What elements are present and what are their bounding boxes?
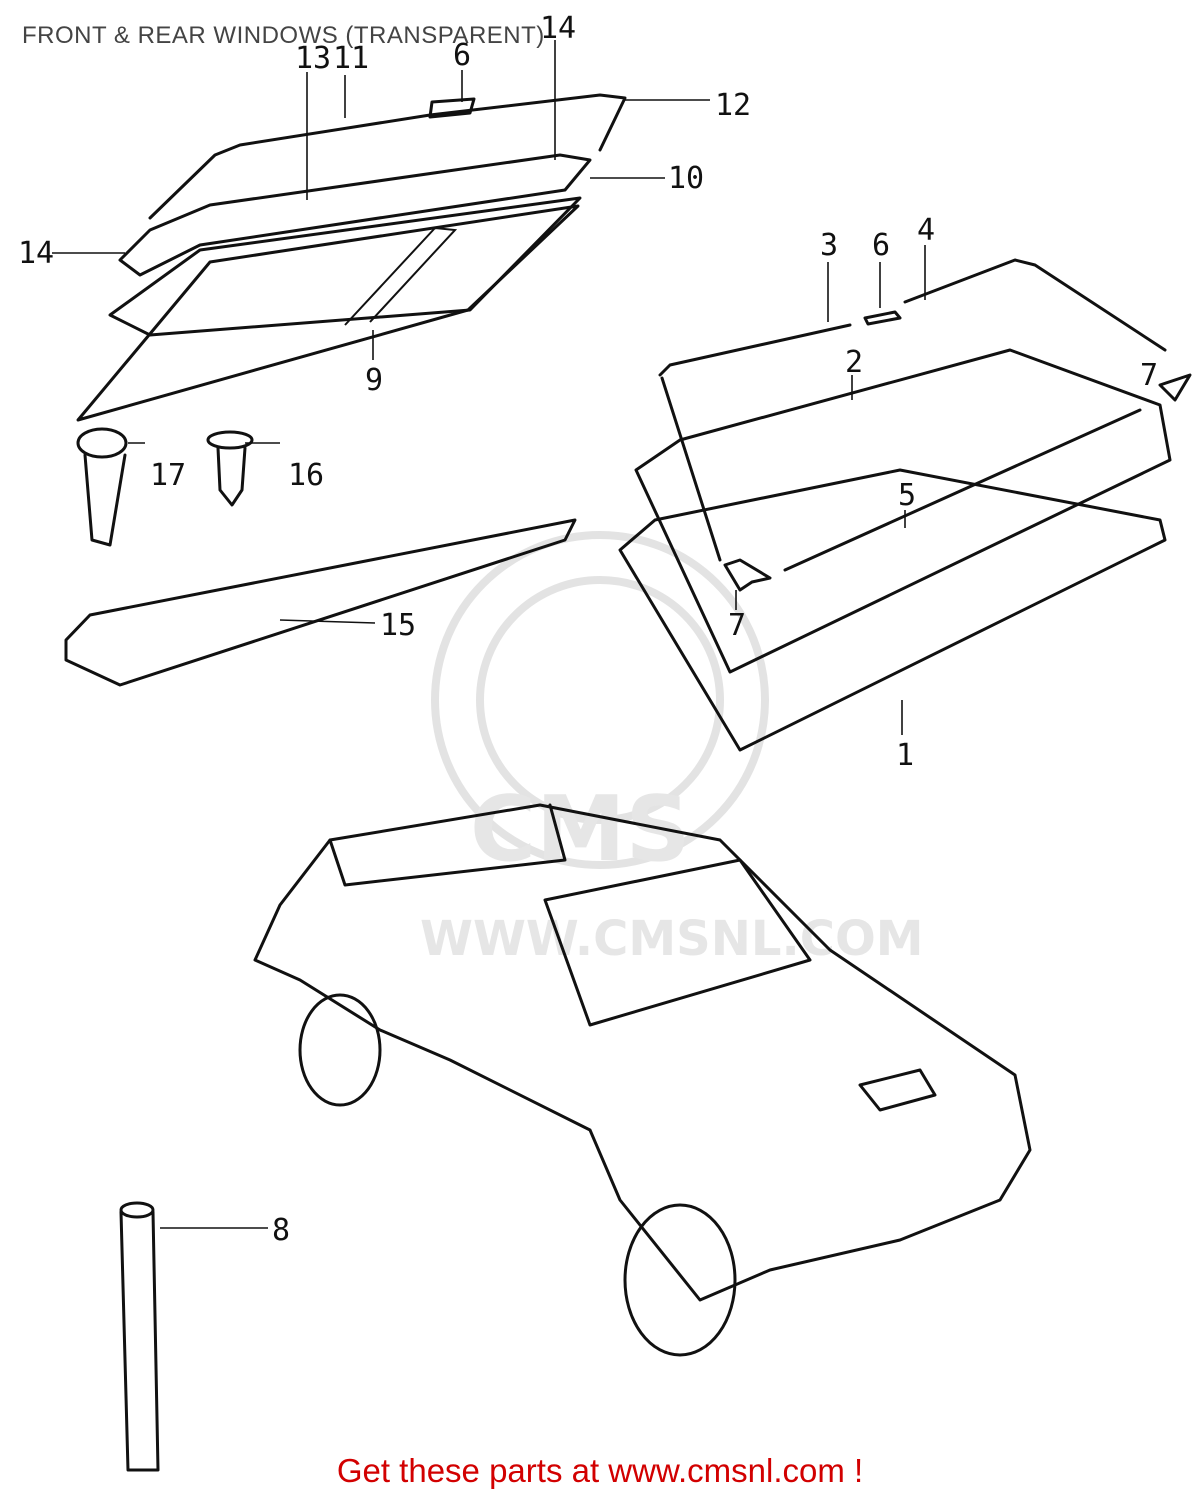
callout-7b: 7 [1140,358,1158,393]
leader-lines [52,40,926,1229]
car-windshield [543,858,812,1027]
callout-1: 1 [896,738,914,773]
page-title: FRONT & REAR WINDOWS (TRANSPARENT) [22,22,545,49]
rod-8 [119,1201,160,1472]
rear-frame [108,196,582,337]
lower-molding [783,408,1142,572]
callout-6b: 6 [872,228,890,263]
joint-piece [428,97,476,119]
callout-9: 9 [365,363,383,398]
callout-17: 17 [150,458,186,493]
watermark-brand: CMS [470,777,690,882]
callout-16: 16 [288,458,324,493]
corner-piece-right [1158,373,1192,402]
rear-window-assembly [76,93,627,422]
car-front-wheel [623,1203,737,1357]
callouts: 1 2 3 4 5 6 6 7 7 8 9 10 11 12 13 14 14 … [18,11,1158,1248]
car-rear-wheel [298,993,382,1107]
callout-7a: 7 [728,608,746,643]
windshield-seal [634,348,1172,674]
car-hood-vent [858,1068,937,1112]
molding-left [658,323,852,377]
callout-5: 5 [898,478,916,513]
callout-13: 13 [295,41,331,76]
cms-watermark: CMS WWW.CMSNL.COM [420,531,924,967]
callout-4: 4 [917,213,935,248]
joint-6 [863,310,902,326]
callout-3: 3 [820,228,838,263]
callout-14a: 14 [18,236,54,271]
callout-12: 12 [715,88,751,123]
rear-defogger [344,226,458,326]
callout-2: 2 [845,345,863,380]
screw-16 [206,430,254,507]
molding-right [903,258,1167,352]
callout-8: 8 [272,1213,290,1248]
callout-14b: 14 [540,11,576,46]
windshield-glass [618,468,1167,752]
callout-6a: 6 [453,38,471,73]
watermark-url: WWW.CMSNL.COM [420,911,924,967]
windshield-assembly [618,258,1192,752]
clip-17 [76,427,128,547]
car-illustration [253,803,1032,1357]
shelf-panel-15 [64,518,577,687]
rear-glass [76,204,580,422]
car-body [253,803,1032,1302]
footer-link[interactable]: Get these parts at www.cmsnl.com ! [336,1452,864,1489]
molding-side [660,376,722,562]
car-rear-window [328,803,567,887]
callout-10: 10 [668,161,704,196]
callout-11: 11 [333,41,369,76]
callout-15: 15 [380,608,416,643]
corner-piece-left [723,558,772,592]
rear-seal [118,153,592,277]
